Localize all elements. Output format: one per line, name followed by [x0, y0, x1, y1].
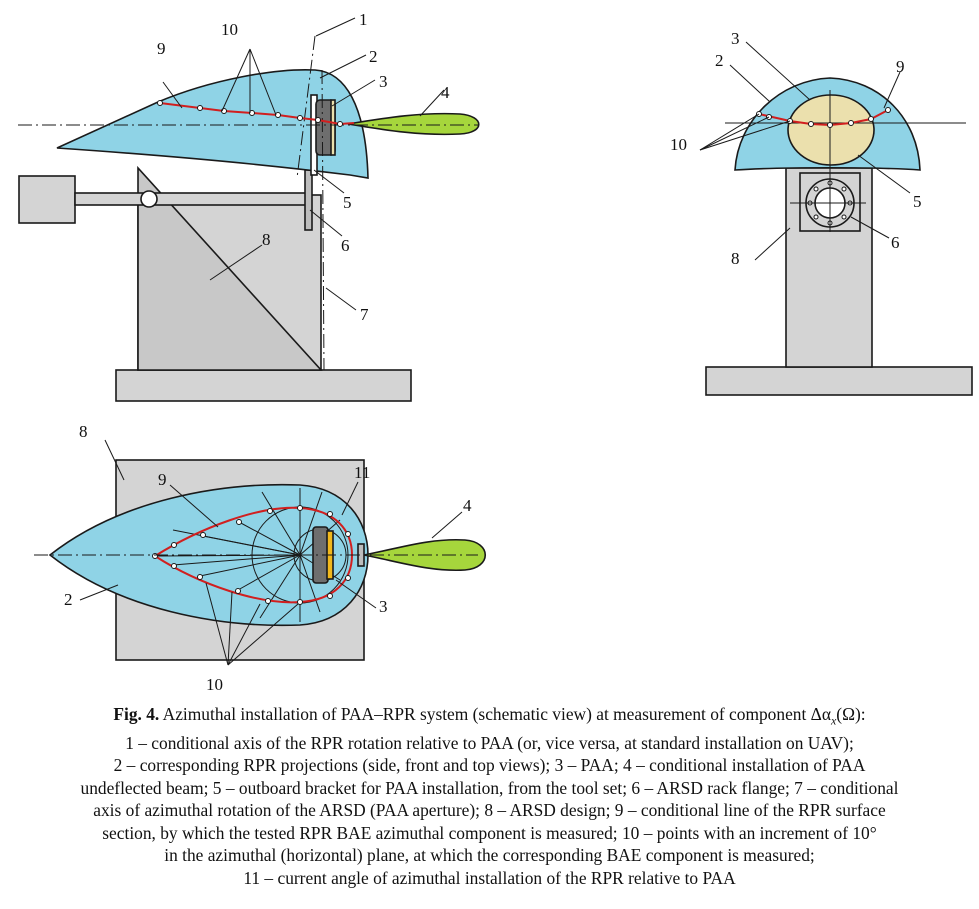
side-label-2: 2 [369, 47, 378, 66]
caption-line-6: section, by which the tested RPR BAE azi… [102, 822, 877, 843]
top-view: 8 9 11 4 2 3 10 [34, 422, 486, 694]
caption-line-3: 2 – corresponding RPR projections (side,… [113, 755, 866, 776]
caption-line-7: in the azimuthal (horizontal) plane, at … [164, 845, 815, 866]
caption-fig-label: Fig. 4. [113, 704, 160, 724]
top-label-11: 11 [354, 463, 370, 482]
front-label-2: 2 [715, 51, 724, 70]
side-flange [304, 169, 313, 231]
side-triangle-support [137, 165, 323, 371]
side-beam [347, 112, 480, 136]
side-counterweight [18, 175, 76, 224]
front-label-5: 5 [913, 192, 922, 211]
front-label-8: 8 [731, 249, 740, 268]
top-label-2: 2 [64, 590, 73, 609]
side-label-3: 3 [379, 72, 388, 91]
side-label-9: 9 [157, 39, 166, 58]
side-label-1: 1 [359, 10, 368, 29]
top-label-9: 9 [158, 470, 167, 489]
side-rod [74, 192, 308, 206]
front-leaders [699, 41, 911, 261]
side-base-plate [115, 369, 412, 402]
caption-line-1-end: (Ω): [836, 704, 866, 724]
caption-line-1: Fig. 4. Azimuthal installation of PAA–RP… [0, 703, 979, 732]
caption-line-5: axis of azimuthal rotation of the ARSD (… [93, 800, 886, 821]
side-label-10: 10 [221, 20, 238, 39]
side-view: 1 2 3 4 5 6 7 8 9 10 [18, 10, 480, 402]
side-label-5: 5 [343, 193, 352, 212]
front-label-10: 10 [670, 135, 687, 154]
caption-line-1-text: Azimuthal installation of PAA–RPR system… [159, 704, 831, 724]
side-label-8: 8 [262, 230, 271, 249]
top-label-4: 4 [463, 496, 472, 515]
top-label-8: 8 [79, 422, 88, 441]
front-label-6: 6 [891, 233, 900, 252]
top-label-10: 10 [206, 675, 223, 694]
side-label-6: 6 [341, 236, 350, 255]
top-leaders [79, 439, 463, 666]
side-leaders [162, 17, 445, 311]
schematic-figure: .ol { stroke:#1a1a1a; stroke-width:1.6; … [18, 10, 973, 694]
caption-line-4: undeflected beam; 5 – outboard bracket f… [80, 777, 899, 798]
front-label-3: 3 [731, 29, 740, 48]
side-paa-face [330, 99, 336, 156]
front-base-plate [705, 366, 973, 396]
caption-line-2: 1 – conditional axis of the RPR rotation… [125, 732, 854, 753]
top-label-3: 3 [379, 597, 388, 616]
side-pivot [140, 190, 158, 208]
front-paa [787, 94, 875, 166]
front-view: 3 2 9 10 5 6 8 [670, 29, 973, 396]
caption-subscript: x [830, 713, 837, 728]
side-label-7: 7 [360, 305, 369, 324]
side-label-4: 4 [441, 83, 450, 102]
top-points-10 [152, 505, 351, 605]
front-label-9: 9 [896, 57, 905, 76]
side-points-10 [157, 100, 343, 127]
caption-line-8: 11 – current angle of azimuthal installa… [243, 867, 736, 888]
figure-caption: Fig. 4. Azimuthal installation of PAA–RP… [0, 703, 979, 889]
